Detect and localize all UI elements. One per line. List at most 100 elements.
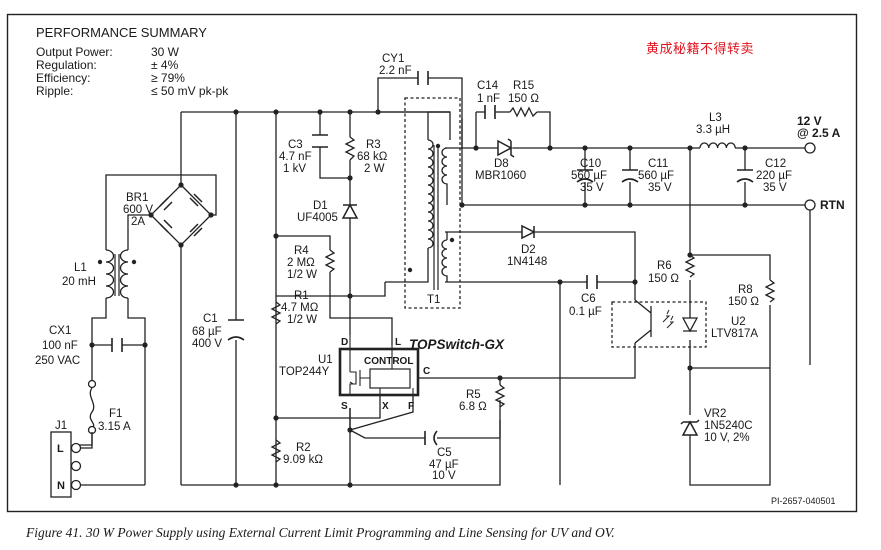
- c12-rating: 35 V: [763, 182, 787, 194]
- watermark-text: 黄成秘籍不得转卖: [646, 41, 755, 56]
- c12-capacitor: [736, 169, 754, 183]
- diagram-border: [6, 13, 858, 513]
- r2-resistor: [270, 439, 282, 463]
- c11-capacitor: [621, 169, 639, 183]
- u1-control-block: CONTROL: [364, 356, 414, 367]
- l3-inductor: [699, 142, 736, 149]
- cx1-ref: CX1: [49, 325, 72, 337]
- c5-ref: C5: [437, 447, 452, 459]
- c12-value: 220 µF: [756, 170, 793, 182]
- u1-part: TOP244Y: [279, 366, 330, 378]
- rtn-label: RTN: [820, 198, 845, 212]
- c10-ref: C10: [580, 158, 602, 170]
- diodes: [159, 138, 700, 436]
- c12-ref: C12: [765, 158, 787, 170]
- figure-caption: Figure 41. 30 W Power Supply using Exter…: [26, 525, 615, 540]
- c14-value: 1 nF: [477, 93, 501, 105]
- cx1-value: 100 nF: [42, 340, 78, 352]
- j1-connector: [50, 431, 72, 498]
- d8-part: MBR1060: [475, 170, 527, 182]
- performance-summary-title: PERFORMANCE SUMMARY: [36, 25, 207, 40]
- c11-ref: C11: [648, 158, 669, 170]
- c14-capacitor: [484, 105, 496, 119]
- junction-dots: [89, 109, 748, 488]
- vr2-ref: VR2: [704, 408, 727, 420]
- r4-ref: R4: [294, 245, 309, 257]
- l1-value: 20 mH: [62, 276, 96, 288]
- l3-value: 3.3 µH: [696, 124, 731, 136]
- u1-ref: U1: [318, 354, 333, 366]
- j1-pin-l: L: [57, 443, 64, 455]
- j1-ref: J1: [55, 420, 68, 432]
- u2-optocoupler: [611, 299, 707, 348]
- r4-value: 2 MΩ: [287, 257, 315, 269]
- t1-ref: T1: [427, 294, 441, 306]
- c3-rating: 1 kV: [283, 163, 307, 175]
- ps-output-power-value: 30 W: [151, 45, 180, 59]
- vr2-part: 1N5240C: [704, 420, 753, 432]
- c10-value: 560 µF: [571, 170, 608, 182]
- r2-ref: R2: [296, 442, 311, 454]
- u1-pin-c: C: [423, 366, 431, 377]
- l1-inductor-left: [105, 249, 115, 299]
- d2-ref: D2: [521, 244, 536, 256]
- r8-ref: R8: [738, 284, 753, 296]
- c11-rating: 35 V: [648, 182, 672, 194]
- u1-pin-l: L: [395, 337, 402, 348]
- c1-rating: 400 V: [192, 338, 223, 350]
- cy1-capacitor: [417, 71, 429, 85]
- d1-part: UF4005: [297, 212, 338, 224]
- r8-value: 150 Ω: [728, 296, 759, 308]
- cx1-rating: 250 VAC: [35, 355, 81, 367]
- f1-value: 3.15 A: [98, 421, 131, 433]
- r3-resistor: [344, 136, 356, 161]
- magnetics: [105, 97, 736, 309]
- vout-terminal[interactable]: [804, 142, 816, 154]
- rtn-terminal[interactable]: [804, 199, 816, 211]
- c3-ref: C3: [288, 139, 303, 151]
- l1-inductor-right: [119, 249, 129, 299]
- j1-pin-n: N: [57, 480, 65, 492]
- u1-topswitch: [338, 335, 420, 397]
- drawing-id: PI-2657-040501: [771, 496, 836, 506]
- r6-resistor: [684, 254, 696, 278]
- r2-value: 9.09 kΩ: [283, 454, 323, 466]
- c6-capacitor: [586, 275, 598, 289]
- r1-resistor: [270, 301, 282, 325]
- cx1-capacitor: [111, 338, 123, 352]
- r15-ref: R15: [513, 80, 535, 92]
- t1-secondary: [441, 147, 448, 205]
- ps-output-power-label: Output Power:: [36, 45, 113, 59]
- br1-ref: BR1: [126, 192, 149, 204]
- u1-pin-x: X: [382, 401, 389, 412]
- capacitors: [111, 71, 754, 446]
- u1-pin-d: D: [341, 337, 349, 348]
- r6-ref: R6: [657, 260, 672, 272]
- ps-ripple-label: Ripple:: [36, 84, 74, 98]
- r5-ref: R5: [466, 389, 481, 401]
- r1-value: 4.7 MΩ: [281, 302, 319, 314]
- wires: [77, 77, 811, 486]
- input-parts: [50, 379, 97, 498]
- t1-primary: [427, 139, 434, 249]
- r1-ref: R1: [294, 290, 309, 302]
- c3-capacitor: [312, 134, 328, 148]
- c5-value: 47 µF: [429, 459, 459, 471]
- ps-ripple-value: ≤ 50 mV pk-pk: [151, 84, 229, 98]
- c1-capacitor: [227, 319, 245, 341]
- vr2-zener: [680, 419, 700, 436]
- c5-rating: 10 V: [432, 470, 456, 482]
- l3-ref: L3: [709, 112, 722, 124]
- c1-value: 68 µF: [192, 326, 222, 338]
- r1-rating: 1/2 W: [287, 314, 318, 326]
- r3-rating: 2 W: [364, 163, 385, 175]
- r5-value: 6.8 Ω: [459, 401, 487, 413]
- r3-ref: R3: [366, 139, 381, 151]
- t1-boundary: [404, 97, 461, 309]
- u1-pin-s: S: [341, 401, 348, 412]
- r6-value: 150 Ω: [648, 273, 679, 285]
- d2-part: 1N4148: [507, 256, 548, 268]
- r5-resistor: [494, 384, 506, 408]
- vr2-rating: 10 V, 2%: [704, 432, 750, 444]
